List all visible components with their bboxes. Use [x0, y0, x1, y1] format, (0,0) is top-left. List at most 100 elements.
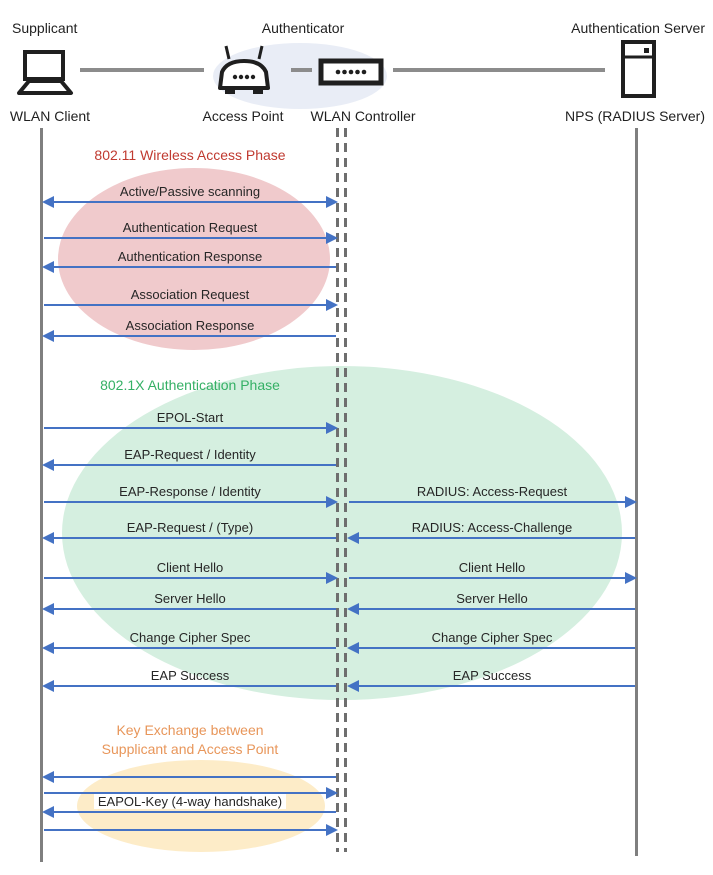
- device-label-wlan-controller: WLAN Controller: [310, 108, 416, 124]
- message-line: [42, 196, 338, 208]
- message-label: Active/Passive scanning: [44, 179, 336, 199]
- message-label-text: Change Cipher Spec: [129, 630, 251, 645]
- message-line: [44, 299, 338, 311]
- message-line: [347, 603, 635, 615]
- arrowhead-left-icon: [347, 642, 359, 654]
- message-label: EAP-Request / (Type): [44, 515, 336, 535]
- access-point-icon: [218, 45, 270, 94]
- arrowhead-right-icon: [326, 824, 338, 836]
- arrowhead-right-icon: [326, 422, 338, 434]
- message-label: EAP-Response / Identity: [44, 479, 336, 499]
- arrowhead-right-icon: [326, 496, 338, 508]
- message-label: RADIUS: Access-Request: [349, 479, 635, 499]
- message-label: Client Hello: [349, 555, 635, 575]
- message-label: Change Cipher Spec: [349, 625, 635, 645]
- device-label-nps-radius-server: NPS (RADIUS Server): [564, 108, 705, 124]
- message-line: [44, 824, 338, 836]
- arrowhead-left-icon: [42, 680, 54, 692]
- lifeline-wlan-controller-left: [336, 128, 339, 852]
- message-label-text: EAP-Request / (Type): [126, 520, 254, 535]
- message-line: [42, 459, 336, 471]
- message-label-text: EAP-Request / Identity: [124, 447, 256, 462]
- message-label-text: RADIUS: Access-Request: [416, 484, 568, 499]
- message-label: EAP Success: [44, 663, 336, 683]
- message-label: Authentication Response: [44, 244, 336, 264]
- message-line: [349, 572, 637, 584]
- message-line: [44, 496, 338, 508]
- message-label-text: Association Response: [125, 318, 255, 333]
- message-label-text: Server Hello: [154, 591, 226, 606]
- message-label-text: Change Cipher Spec: [431, 630, 553, 645]
- arrowhead-left-icon: [347, 680, 359, 692]
- message-label-text: Authentication Request: [122, 220, 258, 235]
- laptop-icon: [17, 50, 73, 95]
- message-label: Association Response: [44, 313, 336, 333]
- message-label: EAP-Request / Identity: [44, 442, 336, 462]
- lifeline-wlan-client: [40, 128, 43, 862]
- message-label: EAP Success: [349, 663, 635, 683]
- message-line: [347, 642, 635, 654]
- message-line: [347, 532, 635, 544]
- phase-title-key-exchange: Key Exchange between Supplicant and Acce…: [50, 721, 330, 759]
- message-line: [42, 330, 336, 342]
- message-label: EAPOL-Key (4-way handshake): [44, 789, 336, 809]
- message-label: Server Hello: [349, 586, 635, 606]
- phase-title-key-exchange-line1: Key Exchange between: [116, 722, 264, 738]
- arrowhead-left-icon: [42, 196, 54, 208]
- arrowhead-left-icon: [42, 459, 54, 471]
- arrowhead-left-icon: [42, 642, 54, 654]
- message-label-text: EAPOL-Key (4-way handshake): [93, 794, 287, 809]
- message-line: [44, 787, 338, 799]
- message-label: Association Request: [44, 282, 336, 302]
- message-line: [347, 680, 635, 692]
- message-label-text: EAP Success: [452, 668, 532, 683]
- message-line: [42, 532, 336, 544]
- message-line: [42, 806, 336, 818]
- arrowhead-right-icon: [625, 496, 637, 508]
- message-line: [42, 642, 336, 654]
- message-label: EPOL-Start: [44, 405, 336, 425]
- lifeline-wlan-controller-right: [344, 128, 347, 852]
- message-label: RADIUS: Access-Challenge: [349, 515, 635, 535]
- phase-title-key-exchange-line2: Supplicant and Access Point: [101, 741, 279, 757]
- message-label: Client Hello: [44, 555, 336, 575]
- arrowhead-right-icon: [326, 232, 338, 244]
- device-label-wlan-client: WLAN Client: [9, 108, 91, 124]
- message-label-text: EAP-Response / Identity: [119, 484, 261, 499]
- message-line: [44, 232, 338, 244]
- arrowhead-right-icon: [326, 787, 338, 799]
- arrowhead-right-icon: [326, 196, 338, 208]
- message-line: [42, 680, 336, 692]
- actor-role-authentication-server: Authentication Server: [571, 20, 705, 36]
- device-label-access-point: Access Point: [202, 108, 284, 124]
- arrowhead-left-icon: [347, 532, 359, 544]
- message-label-text: Server Hello: [456, 591, 528, 606]
- message-label-text: EPOL-Start: [156, 410, 224, 425]
- phase-ellipse-80211: [58, 168, 330, 350]
- connector-client-ap: [80, 68, 204, 72]
- arrowhead-right-icon: [326, 299, 338, 311]
- message-line: [42, 771, 336, 783]
- arrowhead-left-icon: [42, 806, 54, 818]
- message-label-text: Client Hello: [458, 560, 526, 575]
- arrowhead-right-icon: [625, 572, 637, 584]
- message-label: Authentication Request: [44, 215, 336, 235]
- message-line: [44, 572, 338, 584]
- message-line: [42, 603, 336, 615]
- arrowhead-left-icon: [42, 603, 54, 615]
- connector-controller-server: [393, 68, 605, 72]
- message-label: Change Cipher Spec: [44, 625, 336, 645]
- actor-role-supplicant: Supplicant: [12, 20, 78, 36]
- arrowhead-left-icon: [42, 330, 54, 342]
- message-label-text: Authentication Response: [117, 249, 263, 264]
- message-line: [349, 496, 637, 508]
- message-label-text: EAP Success: [150, 668, 230, 683]
- message-label-text: Association Request: [130, 287, 250, 302]
- message-line: [44, 422, 338, 434]
- message-line: [42, 261, 336, 273]
- arrowhead-left-icon: [42, 532, 54, 544]
- lifeline-radius-server: [635, 128, 638, 856]
- actor-role-authenticator: Authenticator: [261, 20, 345, 36]
- arrowhead-right-icon: [326, 572, 338, 584]
